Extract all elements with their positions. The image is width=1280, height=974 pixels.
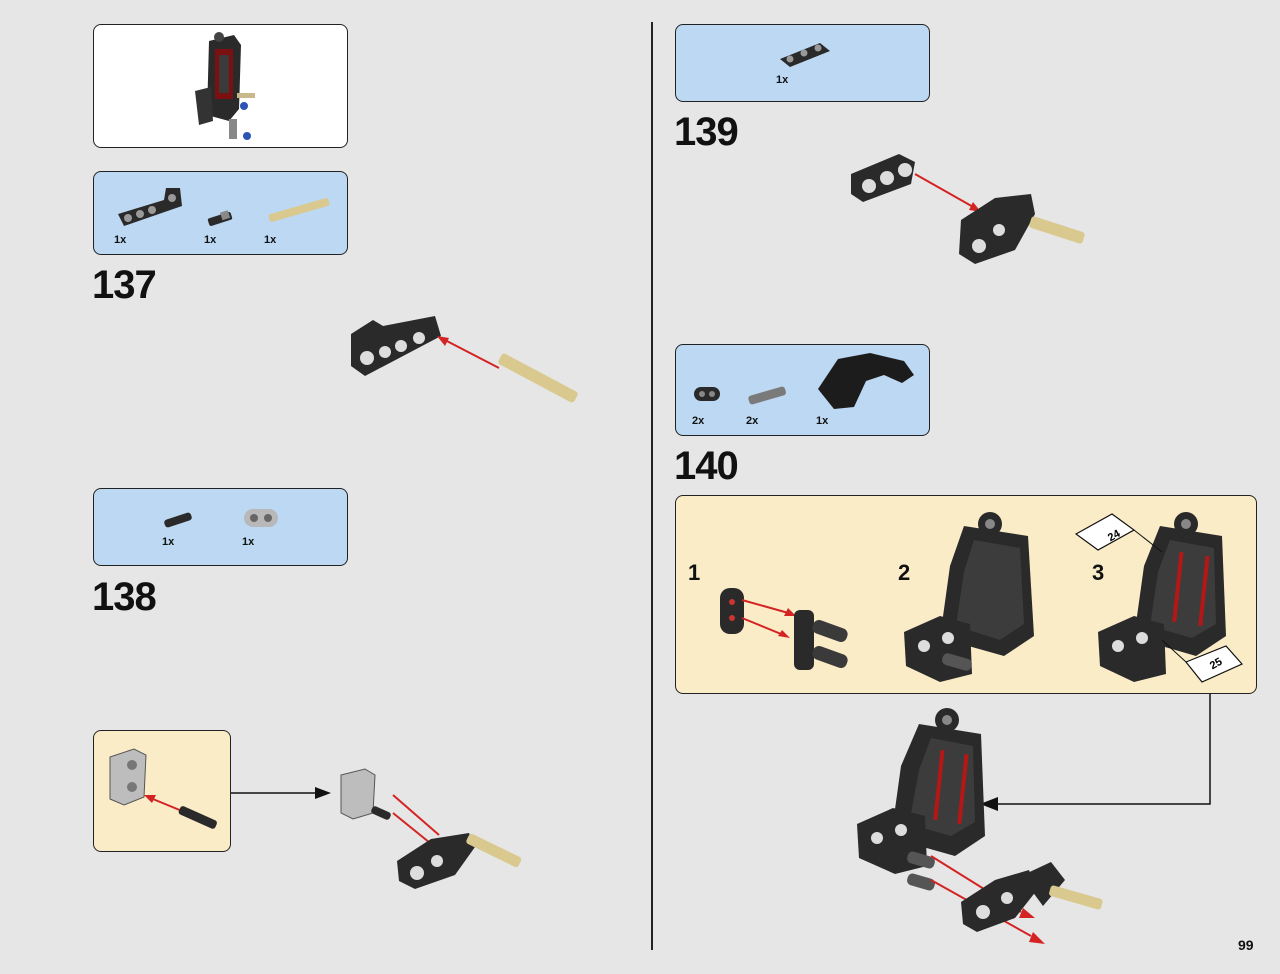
step-number-140: 140	[674, 444, 739, 488]
substep-3-illustration	[1074, 512, 1243, 683]
black-pin-icon	[164, 512, 192, 528]
column-divider	[651, 22, 653, 950]
beam-3-icon	[780, 43, 830, 67]
step-137-assembly	[351, 316, 578, 403]
substep-1-illustration	[720, 588, 848, 670]
round-plate-icon	[694, 387, 720, 401]
result-box	[93, 24, 348, 148]
step-140-assembly	[857, 708, 1103, 944]
part-qty: 1x	[114, 234, 127, 246]
grey-connector-icon	[244, 509, 278, 527]
part-qty: 1x	[776, 74, 789, 86]
step-138-parts-callout: 1x 1x	[93, 488, 348, 566]
step-138-subassembly-box	[93, 730, 231, 852]
curved-panel-icon	[818, 353, 914, 409]
bent-liftarm-icon	[118, 188, 182, 226]
step-number-139: 139	[674, 110, 739, 154]
step-138-assembly	[340, 768, 522, 889]
axle-pin-icon	[748, 386, 786, 405]
step-number-137: 137	[92, 263, 157, 307]
substep-number: 1	[688, 560, 701, 585]
part-qty: 2x	[692, 415, 705, 427]
step-140-parts-callout: 2x 2x 1x	[675, 344, 930, 436]
seat-assembly-icon	[195, 32, 255, 140]
part-qty: 1x	[264, 234, 277, 246]
step-137-parts-callout: 1x 1x 1x	[93, 171, 348, 255]
short-axle-pin-icon	[207, 210, 233, 226]
part-qty: 1x	[162, 536, 175, 548]
part-qty: 1x	[242, 536, 255, 548]
tan-axle-icon	[268, 198, 330, 222]
substep-2-illustration	[904, 512, 1034, 682]
step-139-assembly	[851, 154, 1085, 264]
part-qty: 2x	[746, 415, 759, 427]
part-qty: 1x	[816, 415, 829, 427]
grey-connector-icon	[109, 748, 217, 829]
step-140-subassembly-box: 1 2 3 24 25	[675, 495, 1257, 694]
flow-arrow	[231, 787, 331, 799]
step-number-138: 138	[92, 575, 157, 619]
step-139-parts-callout: 1x	[675, 24, 930, 102]
substep-number: 2	[898, 560, 911, 585]
flow-connector	[980, 694, 1211, 811]
part-qty: 1x	[204, 234, 217, 246]
page-number: 99	[1238, 937, 1254, 953]
substep-number: 3	[1092, 560, 1105, 585]
